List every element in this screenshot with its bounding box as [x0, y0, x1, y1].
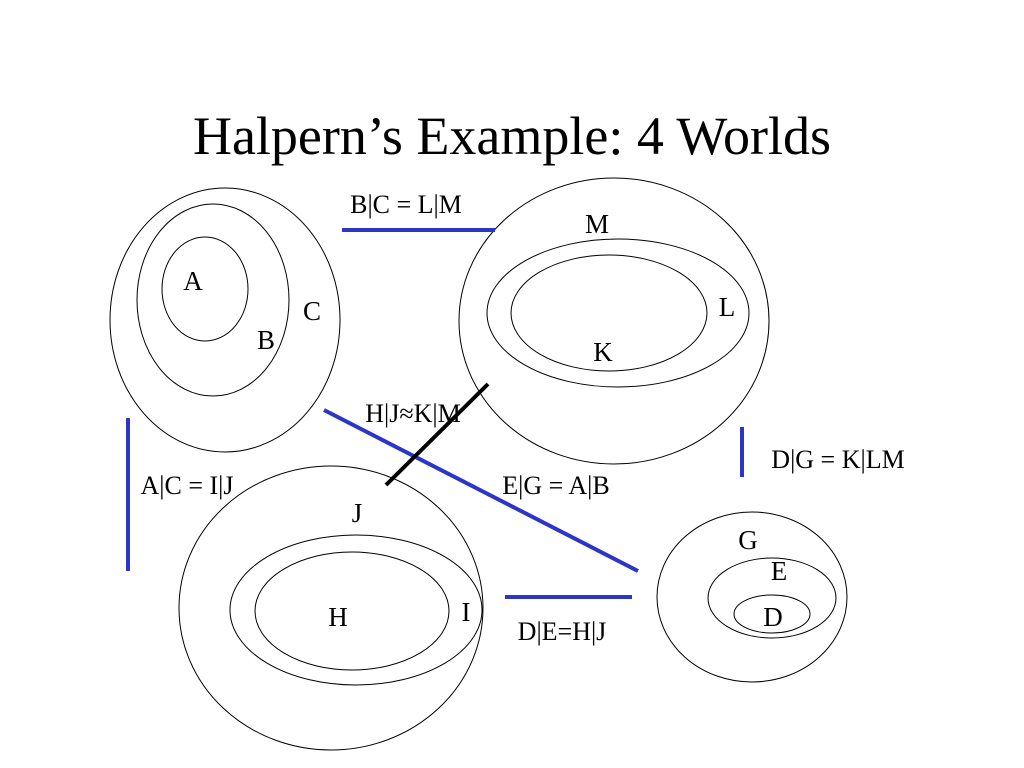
world-1-label-a: A [183, 266, 203, 296]
world-3-inner-ellipse [254, 551, 450, 671]
world-4-middle-ellipse [707, 557, 837, 639]
world-3-middle-ellipse [229, 534, 483, 686]
world-2-label-m: M [585, 209, 609, 239]
world-1-label-c: C [303, 296, 321, 326]
relation-label-ac-ij: A|C = I|J [141, 471, 234, 500]
world-1 [109, 187, 341, 453]
line-eg-ab [323, 408, 639, 573]
world-1-outer-ellipse [109, 187, 341, 453]
world-4-label-d: D [763, 602, 783, 632]
world-2-inner-ellipse [510, 254, 708, 372]
world-1-inner-ellipse [161, 236, 249, 342]
world-2-label-l: L [719, 292, 736, 322]
world-2-middle-ellipse [486, 238, 750, 388]
world-4-label-e: E [771, 556, 788, 586]
world-4-label-g: G [738, 525, 758, 555]
world-4-inner-ellipse [733, 594, 811, 634]
relation-label-hj-km: H|J≈K|M [365, 399, 460, 428]
world-3-label-j: J [352, 498, 363, 528]
slide-title: Halpern’s Example: 4 Worlds [193, 106, 831, 166]
world-2-label-k: K [593, 337, 613, 367]
relation-label-de-hj: D|E=H|J [518, 617, 607, 646]
line-hj-km [384, 382, 490, 487]
world-3-label-h: H [328, 602, 348, 632]
world-2-outer-circle [458, 177, 770, 465]
world-4-outer-ellipse [656, 511, 848, 683]
relation-label-bc-lm: B|C = L|M [350, 190, 462, 219]
relation-lines [126, 228, 744, 599]
relation-label-dg-klm: D|G = K|LM [771, 445, 904, 474]
world-1-label-b: B [257, 325, 275, 355]
world-3-outer-circle [178, 465, 484, 751]
world-1-middle-ellipse [136, 203, 290, 397]
world-2 [458, 177, 770, 465]
world-3-label-i: I [462, 597, 471, 627]
world-3 [178, 465, 484, 751]
relation-label-eg-ab: E|G = A|B [502, 471, 609, 500]
world-4 [656, 511, 848, 683]
